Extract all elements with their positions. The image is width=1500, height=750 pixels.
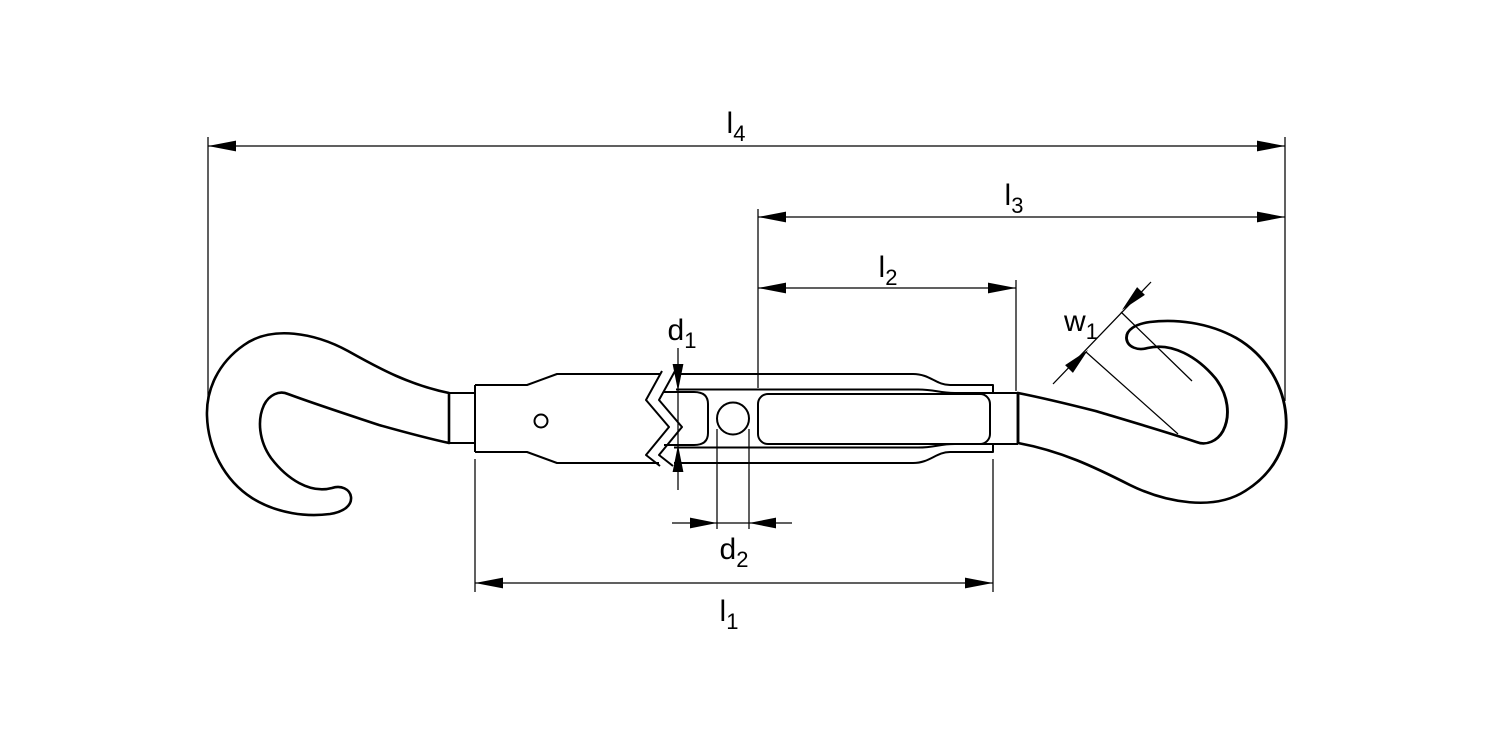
arrowhead: [965, 577, 993, 589]
arrowhead: [1122, 287, 1145, 310]
turnbuckle-body: [448, 370, 1019, 467]
right-hook: [1016, 319, 1288, 505]
right-rod-end: [757, 393, 991, 445]
dimension-l2: l2: [758, 251, 1017, 391]
arrowhead: [1257, 140, 1285, 152]
dim-label-d2: d2: [720, 533, 749, 572]
thread-break-line-1: [645, 370, 670, 467]
arrowhead: [749, 517, 776, 529]
dimension-d1: d1: [668, 314, 697, 490]
dim-label-l2: l2: [879, 251, 898, 290]
fitting-hole: [533, 413, 549, 429]
body-outline-top: [475, 373, 1018, 394]
dimension-l1: l1: [474, 459, 994, 634]
extension-line: [1120, 311, 1193, 382]
dimensions: l4 l3 l2 l1: [207, 107, 1286, 634]
arrowhead: [1257, 211, 1285, 223]
part-geometry: [205, 319, 1288, 517]
dimension-l3: l3: [757, 179, 1285, 388]
dim-label-l4: l4: [727, 107, 746, 146]
arrowhead: [1065, 350, 1088, 373]
extension-line: [1085, 351, 1179, 435]
dimension-l4: l4: [207, 107, 1286, 401]
arrowhead: [208, 140, 236, 152]
dim-label-w1: w1: [1063, 305, 1098, 344]
thread-break-line-2: [658, 370, 683, 467]
arrowhead: [672, 445, 684, 472]
arrowhead: [988, 282, 1016, 294]
dim-label-l1: l1: [720, 595, 739, 634]
window-top-edge: [676, 388, 993, 394]
dimension-w1: w1: [1052, 281, 1193, 435]
dim-label-d1: d1: [668, 314, 697, 353]
arrowhead: [758, 282, 786, 294]
dim-label-l3: l3: [1005, 179, 1024, 218]
arrowhead: [475, 577, 503, 589]
left-shank-stub: [448, 392, 475, 444]
body-outline-bottom: [475, 443, 1018, 464]
arrowhead: [758, 211, 786, 223]
left-hook: [205, 332, 451, 517]
arrowhead: [672, 364, 684, 391]
center-hole: [716, 401, 750, 436]
arrowhead: [690, 517, 717, 529]
dimension-d2: d2: [672, 429, 792, 572]
left-rod-end: [664, 391, 709, 446]
